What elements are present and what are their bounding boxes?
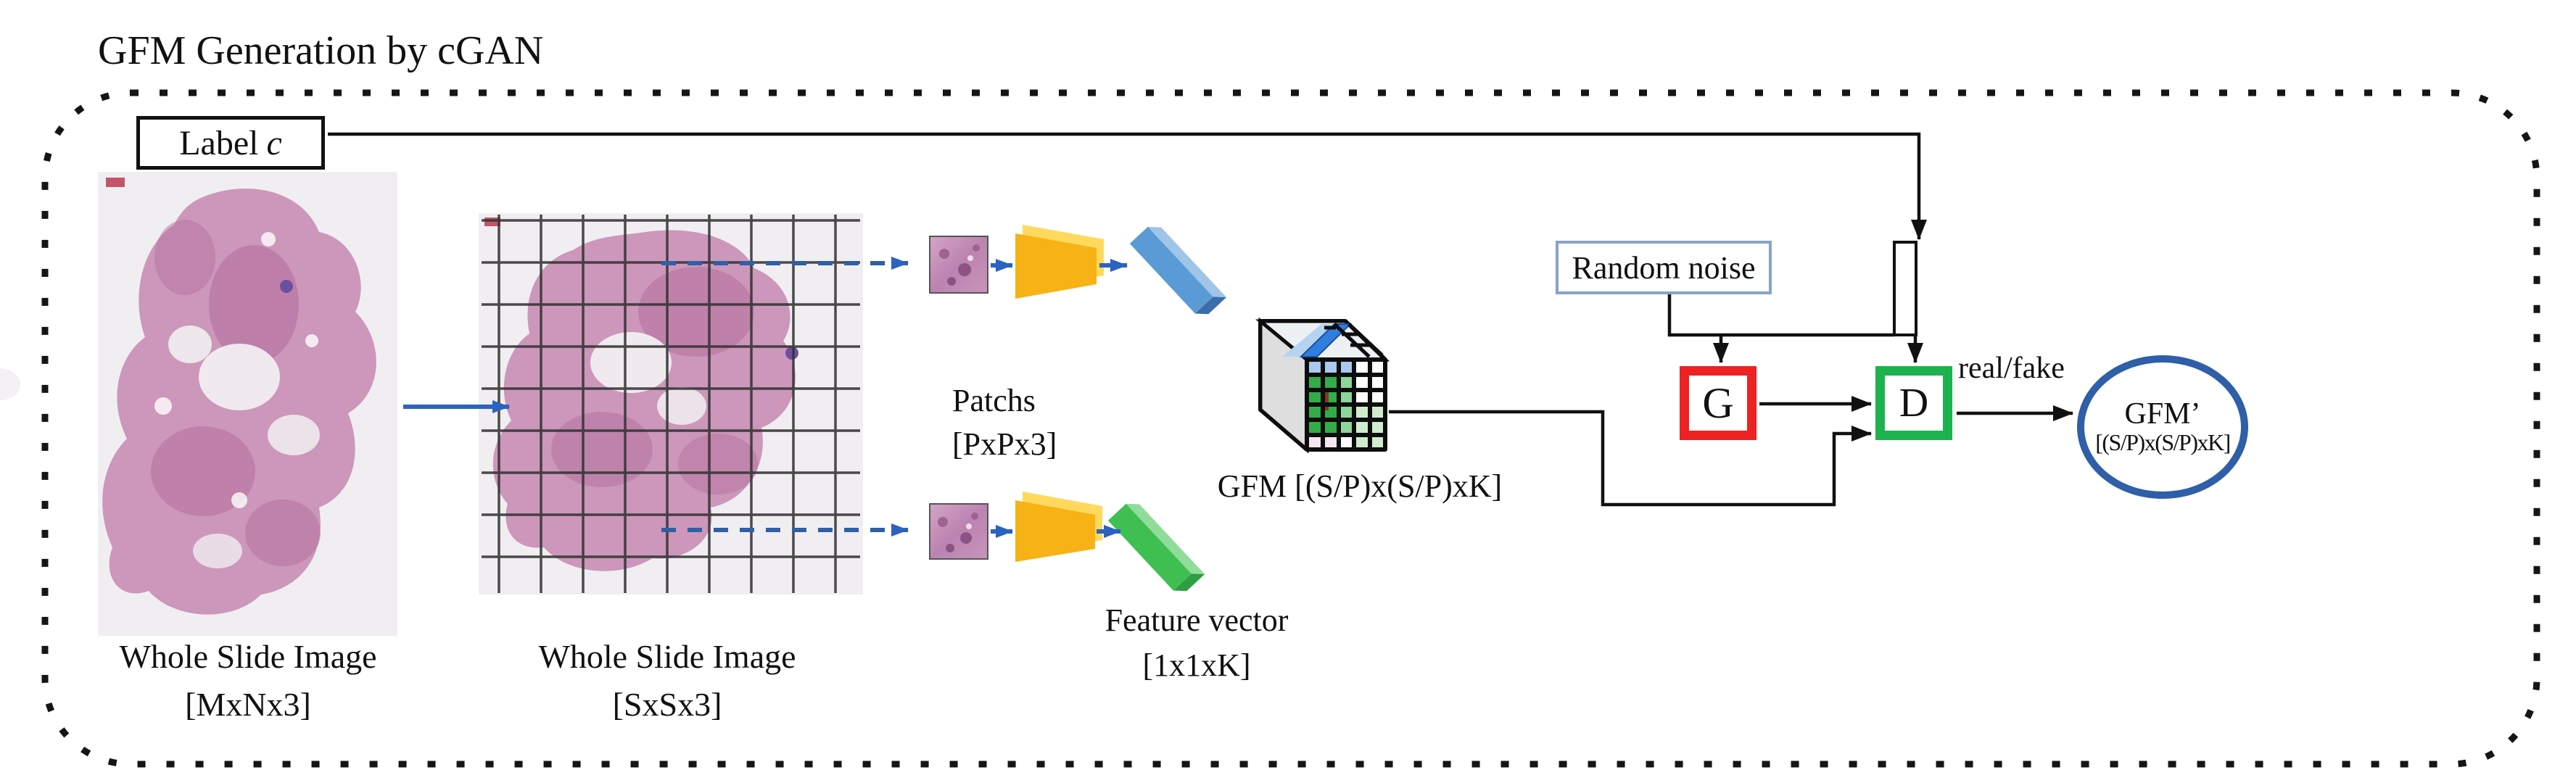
generator-label: G xyxy=(1702,378,1734,427)
patches-shape: [PxPx3] xyxy=(952,426,1057,462)
encoder-trapezoid-top-icon xyxy=(1015,225,1104,299)
generated-gfm-ellipse: GFM’ [(S/P)x(S/P)xK] xyxy=(2077,355,2248,499)
label-c-text: Label xyxy=(179,123,259,162)
gfm-to-discriminator-line xyxy=(1389,410,1872,507)
generator-box: G xyxy=(1680,366,1756,440)
figure-title: GFM Generation by cGAN xyxy=(98,28,544,73)
feature-vector-caption: Feature vector xyxy=(1105,602,1289,638)
encoder-trapezoid-bottom-icon xyxy=(1015,492,1102,562)
random-noise-box: Random noise xyxy=(1556,241,1772,294)
feature-vector-shape: [1x1xK] xyxy=(1142,647,1251,683)
label-c-box: Label c xyxy=(136,116,325,170)
wsi-original-shape: [MxNx3] xyxy=(185,686,311,723)
generated-gfm-title: GFM’ xyxy=(2124,397,2201,431)
label-c-to-concat-line xyxy=(328,132,1927,240)
wsi-scaled-shape: [SxSx3] xyxy=(612,686,722,723)
label-c-symbol: c xyxy=(266,123,282,162)
noise-line xyxy=(1667,289,1894,337)
gfm-cube-icon xyxy=(1255,317,1390,454)
patch-grid-overlay xyxy=(482,215,860,593)
dotted-enclosure-border xyxy=(41,89,2540,768)
random-noise-label: Random noise xyxy=(1572,249,1756,286)
discriminator-box: D xyxy=(1875,366,1952,440)
wsi-original-caption: Whole Slide Image xyxy=(119,638,377,675)
patch-image-top xyxy=(929,236,988,294)
generated-gfm-shape: [(S/P)x(S/P)xK] xyxy=(2095,429,2231,456)
wsi-original-thumbnail xyxy=(98,172,397,636)
wsi-scaled-caption: Whole Slide Image xyxy=(538,638,796,675)
discriminator-output-label: real/fake xyxy=(1958,352,2065,385)
patch-image-bottom xyxy=(929,503,988,560)
feature-vector-blue-bar-icon xyxy=(1129,226,1227,315)
gfm-caption: GFM [(S/P)x(S/P)xK] xyxy=(1217,468,1503,504)
feature-vector-green-bar-icon xyxy=(1107,503,1205,592)
discriminator-label: D xyxy=(1899,381,1929,426)
label-embedding-box xyxy=(1893,241,1917,336)
patches-caption: Patchs xyxy=(952,383,1036,418)
